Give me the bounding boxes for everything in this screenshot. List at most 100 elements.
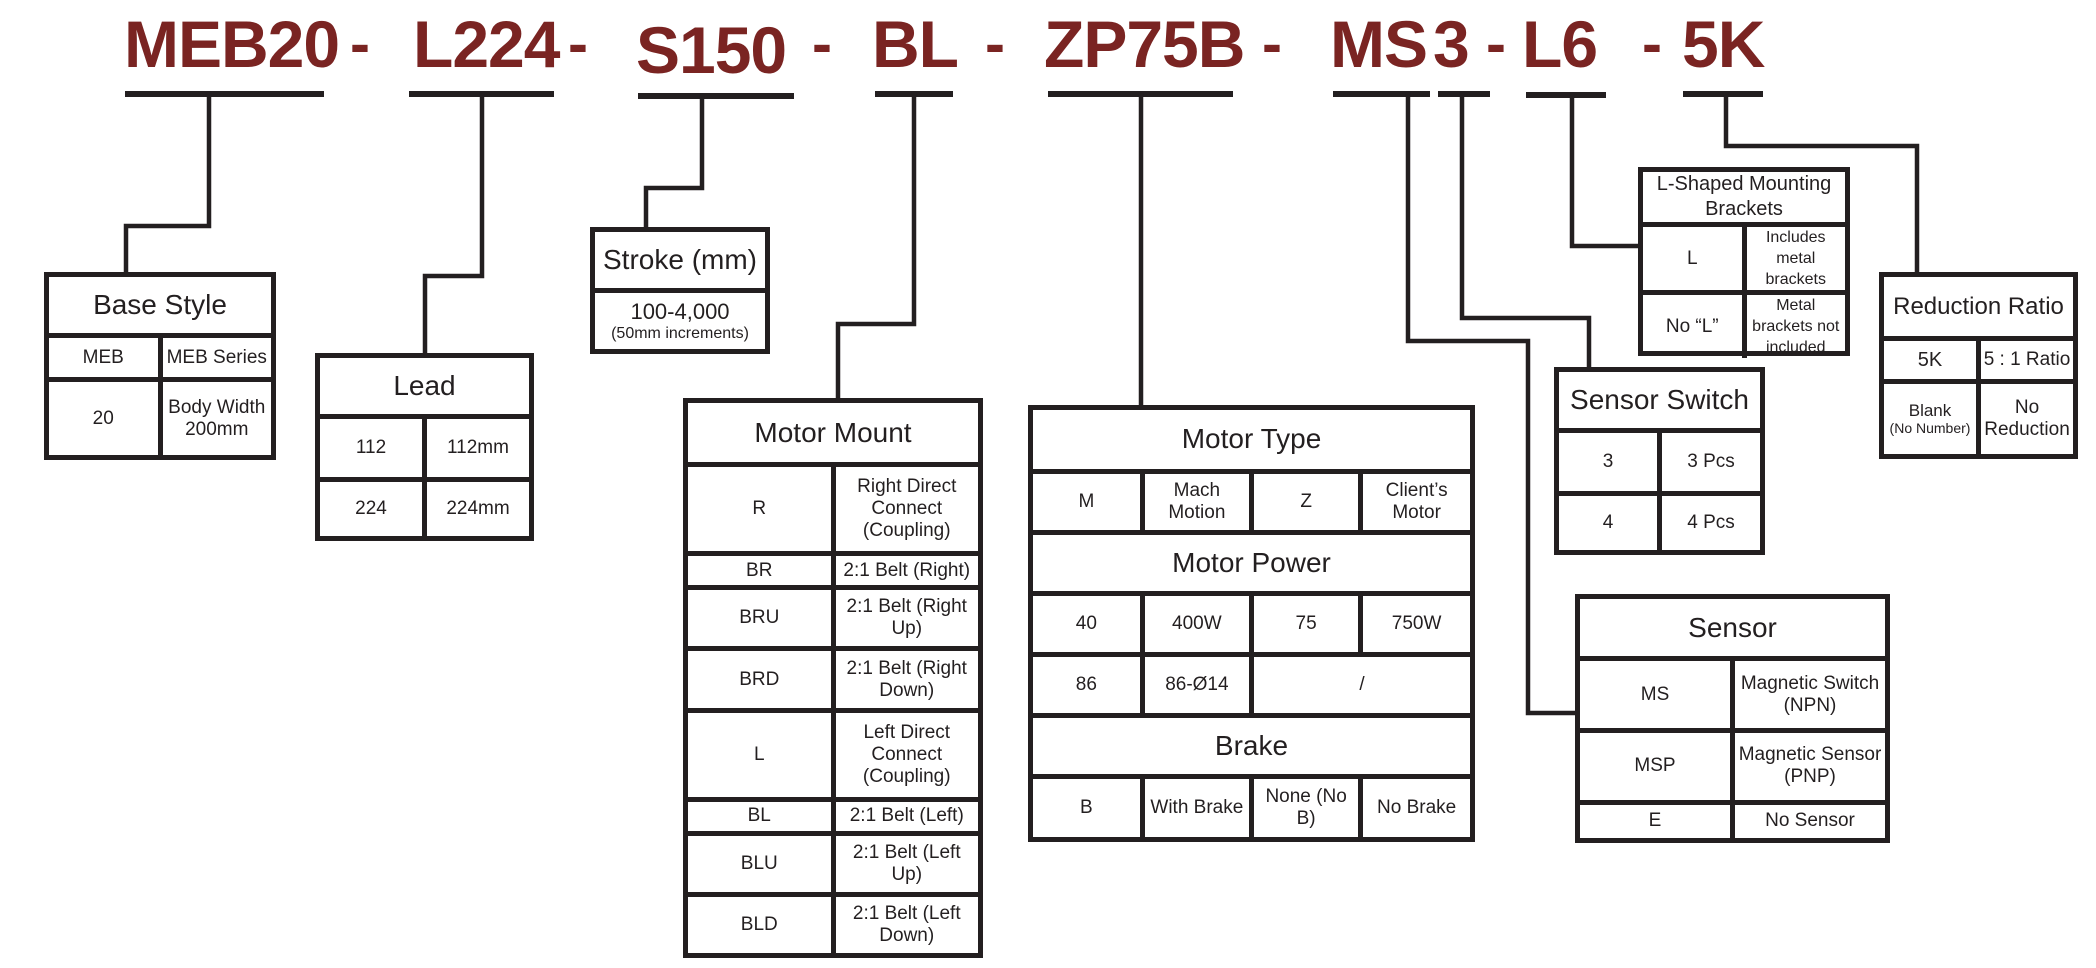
option-desc: No Sensor xyxy=(1730,799,1885,838)
option-code: 112 xyxy=(320,414,427,482)
option-code: No “L” xyxy=(1643,290,1747,358)
table-title: Motor Mount xyxy=(688,403,978,468)
stroke-note: (50mm increments) xyxy=(611,324,749,342)
table-title: L-Shaped Mounting Brackets xyxy=(1643,172,1845,227)
code-stroke: S150 xyxy=(636,13,787,87)
table-title: Stroke (mm) xyxy=(595,232,765,293)
code-sensor: MS xyxy=(1330,7,1428,81)
option-code: BLU xyxy=(688,830,836,898)
option-desc: No Reduction xyxy=(1976,378,2073,454)
option-code: BR xyxy=(688,551,836,590)
code-l-brackets: L6 xyxy=(1522,7,1598,81)
stroke-range: 100-4,000 xyxy=(630,298,730,324)
option-code: Z xyxy=(1248,468,1364,535)
stroke-range-cell: 100-4,000 (50mm increments) xyxy=(595,288,765,349)
code-sensor-switch: 3 xyxy=(1433,7,1470,81)
option-code: MS xyxy=(1580,656,1735,733)
wire-lead xyxy=(422,91,485,356)
table-title: Reduction Ratio xyxy=(1884,277,2073,342)
option-desc: Metal brackets not included xyxy=(1741,290,1845,358)
option-code: MEB xyxy=(49,333,163,383)
option-desc: Right Direct Connect (Coupling) xyxy=(830,462,978,557)
option-desc: Client’s Motor xyxy=(1358,468,1470,535)
option-desc: Body Width 200mm xyxy=(157,377,271,455)
code-motor-mount: BL xyxy=(872,7,959,81)
option-desc: MEB Series xyxy=(157,333,271,383)
option-code: MSP xyxy=(1580,727,1735,805)
option-desc: Magnetic Sensor (PNP) xyxy=(1730,727,1885,805)
wire-motor-mount xyxy=(835,91,917,402)
wire-base-style xyxy=(123,91,212,276)
option-desc: Mach Motion xyxy=(1139,468,1255,535)
table-title: Motor Type xyxy=(1033,410,1470,474)
option-code: BLD xyxy=(688,892,836,953)
option-desc: 112mm xyxy=(422,414,529,482)
option-desc: Includes metal brackets xyxy=(1741,222,1845,295)
option-code: BRU xyxy=(688,584,836,652)
option-desc: With Brake xyxy=(1139,773,1255,837)
code-base-style: MEB20 xyxy=(124,7,340,81)
table-title: Sensor xyxy=(1580,599,1885,662)
option-code: E xyxy=(1580,799,1735,838)
option-desc: Magnetic Switch (NPN) xyxy=(1730,656,1885,733)
option-desc: 2:1 Belt (Right Up) xyxy=(830,584,978,652)
option-code: 3 xyxy=(1559,428,1662,496)
option-code: 75 xyxy=(1248,590,1364,657)
option-code: 4 xyxy=(1559,490,1662,550)
option-desc: 4 Pcs xyxy=(1657,490,1760,550)
table-title: Lead xyxy=(320,358,529,420)
wire-reduction xyxy=(1723,91,1920,276)
option-desc: 2:1 Belt (Left) xyxy=(830,796,978,836)
option-code: R xyxy=(688,462,836,557)
code-separator: - xyxy=(1642,10,1662,77)
option-desc: 2:1 Belt (Left Down) xyxy=(830,892,978,953)
option-code: BL xyxy=(688,796,836,836)
option-code: None (No B) xyxy=(1248,773,1364,837)
table-subtitle-motor-power: Motor Power xyxy=(1033,529,1470,596)
code-reduction: 5K xyxy=(1682,7,1765,81)
option-desc: 86-Ø14 xyxy=(1139,651,1255,718)
table-motor-type: Motor Type M Mach Motion Z Client’s Moto… xyxy=(1028,405,1475,842)
wire-stroke xyxy=(643,93,705,231)
table-title: Sensor Switch xyxy=(1559,372,1760,434)
option-code: 86 xyxy=(1033,651,1145,718)
code-separator: - xyxy=(568,10,588,77)
option-desc: 3 Pcs xyxy=(1657,428,1760,496)
code-separator: - xyxy=(350,10,370,77)
table-title: Base Style xyxy=(49,277,271,339)
option-desc: 400W xyxy=(1139,590,1255,657)
wire-sensor xyxy=(1405,91,1579,716)
code-separator: - xyxy=(1262,10,1282,77)
option-code: 20 xyxy=(49,377,163,455)
code-separator: - xyxy=(1486,10,1506,77)
table-stroke: Stroke (mm) 100-4,000 (50mm increments) xyxy=(590,227,770,354)
option-code: 224 xyxy=(320,476,427,536)
code-separator: - xyxy=(985,10,1005,77)
option-desc: 5 : 1 Ratio xyxy=(1976,336,2073,384)
table-subtitle-brake: Brake xyxy=(1033,712,1470,779)
option-desc: 224mm xyxy=(422,476,529,536)
option-code-note: (No Number) xyxy=(1889,420,1971,437)
option-code: BRD xyxy=(688,646,836,713)
option-code: L xyxy=(1643,222,1747,295)
option-code: M xyxy=(1033,468,1145,535)
option-code: 5K xyxy=(1884,336,1981,384)
code-motor-type: ZP75B xyxy=(1044,7,1245,81)
wire-l-brackets xyxy=(1569,92,1642,249)
option-desc: Left Direct Connect (Coupling) xyxy=(830,707,978,802)
option-desc: / xyxy=(1249,651,1470,718)
option-code: L xyxy=(688,707,836,802)
option-desc: 2:1 Belt (Right) xyxy=(830,551,978,590)
option-code-cell: Blank (No Number) xyxy=(1884,378,1981,454)
code-separator: - xyxy=(812,10,832,77)
option-code: B xyxy=(1033,773,1145,837)
code-underlines xyxy=(125,91,1763,99)
